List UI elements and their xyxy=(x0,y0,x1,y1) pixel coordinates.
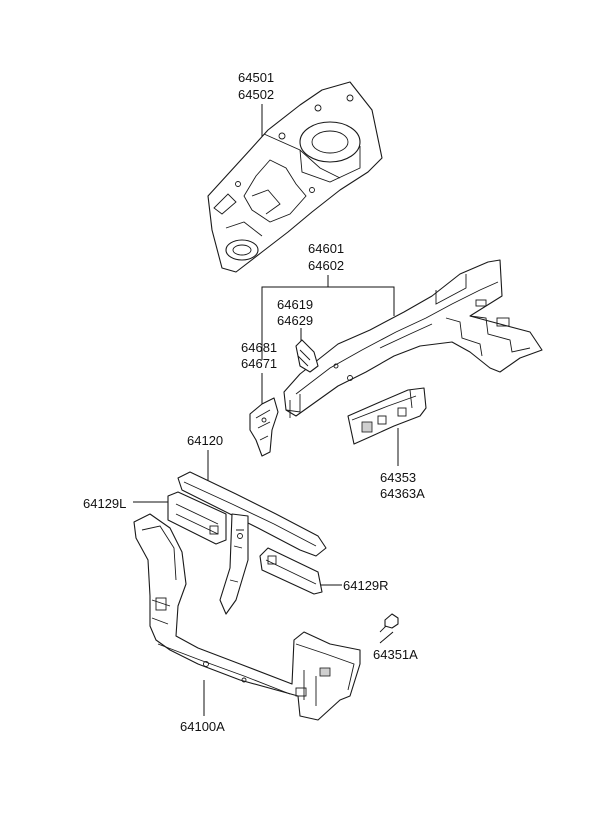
leader-lines xyxy=(133,104,399,716)
front-side-member-part xyxy=(283,259,543,418)
bolt-part xyxy=(379,613,399,633)
left-support-bracket-part xyxy=(167,491,227,545)
right-support-bracket-part xyxy=(259,547,323,595)
label-64353: 64353 xyxy=(380,470,417,485)
label-64100A: 64100A xyxy=(180,719,225,734)
label-64619: 64619 xyxy=(277,297,314,312)
label-64351A: 64351A xyxy=(373,647,418,662)
side-panel-bracket-part xyxy=(347,387,427,445)
fender-apron-panel-part xyxy=(207,81,383,273)
label-64629: 64629 xyxy=(277,313,314,328)
radiator-upper-support-part xyxy=(177,471,327,615)
front-panel-assembly-part xyxy=(133,513,361,721)
label-64601: 64601 xyxy=(308,241,345,256)
label-64671: 64671 xyxy=(241,356,278,371)
label-64602: 64602 xyxy=(308,258,345,273)
label-64129R: 64129R xyxy=(343,578,389,593)
label-64502: 64502 xyxy=(238,87,275,102)
label-64129L: 64129L xyxy=(83,496,127,511)
small-bracket-part xyxy=(295,339,319,373)
label-64363A: 64363A xyxy=(380,486,425,501)
label-64681: 64681 xyxy=(241,340,278,355)
label-64501: 64501 xyxy=(238,70,275,85)
label-64120: 64120 xyxy=(187,433,224,448)
reinforcement-bracket-part xyxy=(249,397,279,457)
